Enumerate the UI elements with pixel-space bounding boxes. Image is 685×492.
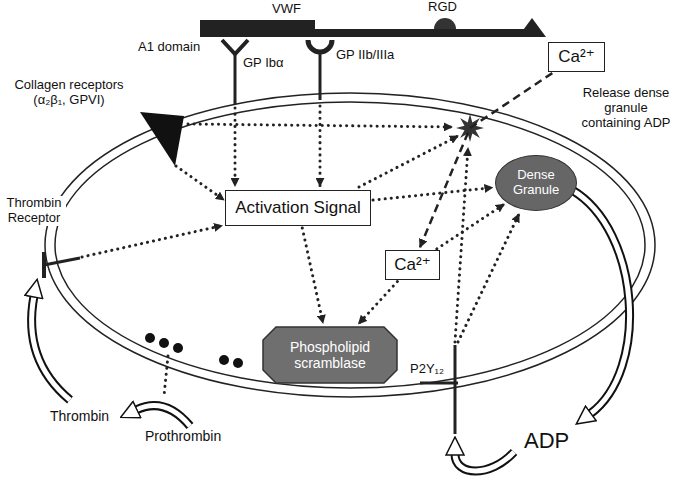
open-arrow	[136, 406, 190, 426]
calcium-box: Ca²⁺	[385, 250, 440, 280]
enzyme-octagon: Phospholipid scramblase	[262, 326, 398, 384]
lipid-dot	[219, 355, 229, 365]
open-arrow	[455, 452, 514, 471]
open-arrow	[455, 452, 514, 471]
text-stack: Ca²⁺	[394, 255, 430, 275]
catalysis-line	[164, 356, 168, 396]
receptor-stem	[319, 52, 322, 100]
signal-line	[458, 214, 519, 342]
signal-line	[188, 124, 452, 127]
vwf-bar	[200, 20, 315, 37]
signal-line	[234, 108, 237, 186]
signal-line	[359, 136, 458, 187]
open-arrow	[572, 190, 630, 414]
receptor-label: Collagen receptors (α₂β₁, GPVI)	[10, 78, 128, 108]
lipid-dot	[159, 338, 169, 348]
node-text: Ca²⁺	[558, 47, 594, 67]
receptor-label: GP IIb/IIIa	[336, 48, 394, 63]
rgd-bump	[434, 18, 456, 29]
process-box: Activation Signal	[225, 190, 371, 226]
text-stack: Ca²⁺	[558, 47, 594, 67]
node-text: Dense Granule	[507, 168, 565, 198]
signal-connector	[302, 228, 323, 323]
signal-connector	[437, 204, 504, 249]
domain-label: A1 domain	[138, 40, 200, 55]
lipid-dot	[233, 358, 243, 368]
octagon-shape	[263, 327, 397, 383]
signal-line	[82, 226, 222, 257]
receptor-symbol	[222, 40, 248, 54]
node-text: Phospholipid scramblase	[280, 339, 380, 371]
signal-connector	[373, 188, 493, 201]
vwf-bar	[315, 29, 535, 37]
protein-label: Prothrombin	[145, 428, 221, 444]
signal-line	[455, 148, 468, 342]
receptor-label: GP Ibα	[243, 56, 284, 71]
text-stack: Dense Granule	[507, 168, 565, 198]
protein-label: Thrombin	[50, 408, 109, 424]
receptor-stem	[44, 258, 80, 265]
collagen-receptor	[140, 112, 184, 166]
text-stack: Phospholipid scramblase	[280, 339, 380, 371]
receptor-stem	[234, 54, 237, 104]
granule-ellipse: Dense Granule	[495, 155, 577, 211]
open-arrow	[136, 406, 190, 426]
molecule-label: ADP	[524, 428, 569, 453]
signal-line	[176, 166, 224, 200]
receptor-symbol	[420, 382, 458, 385]
node-text: Ca²⁺	[394, 255, 430, 275]
lipid-dot	[145, 333, 155, 343]
open-arrow	[32, 296, 70, 400]
motif-label: RGD	[428, 0, 457, 15]
note-label: Release dense granule containing ADP	[576, 86, 676, 131]
signal-line	[319, 106, 322, 186]
lipid-dot	[173, 343, 183, 353]
outer-membrane	[45, 93, 655, 397]
receptor-label: P2Y₁₂	[410, 362, 444, 377]
receptor-stem	[454, 345, 457, 434]
node-text: Activation Signal	[235, 198, 361, 218]
receptor-symbol	[308, 40, 332, 52]
protein-label: VWF	[272, 2, 301, 17]
open-arrow	[32, 296, 70, 400]
receptor-label: Thrombin Receptor	[2, 196, 66, 226]
text-stack: Activation Signal	[235, 198, 361, 218]
vwf-triangle	[518, 18, 546, 37]
signal-connector	[359, 282, 398, 324]
inner-membrane	[55, 102, 645, 388]
calcium-box: Ca²⁺	[548, 42, 605, 72]
open-arrow	[572, 190, 630, 414]
